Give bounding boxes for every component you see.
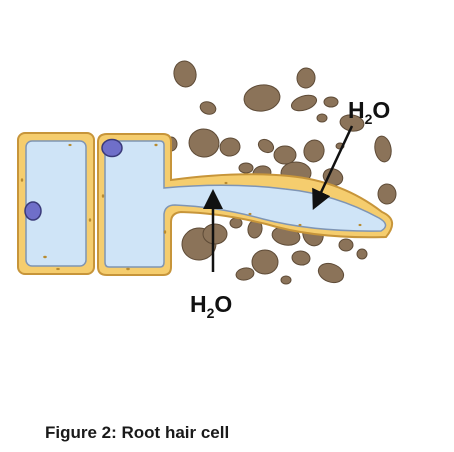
soil-particle xyxy=(303,139,325,163)
soil-particle xyxy=(173,60,197,88)
soil-particle xyxy=(238,162,254,174)
soil-particle xyxy=(219,137,241,157)
soil-particle xyxy=(338,238,354,252)
soil-particle xyxy=(235,267,255,281)
soil-particle xyxy=(188,128,220,158)
soil-particle xyxy=(251,249,279,275)
soil-particle xyxy=(257,138,275,154)
water-label-bottom: H2O xyxy=(190,291,232,321)
soil-particle xyxy=(323,96,339,108)
left-root-cell xyxy=(17,132,95,275)
soil-particle xyxy=(243,84,281,112)
root-hair-cell xyxy=(97,133,393,276)
soil-particle xyxy=(290,94,318,112)
figure-caption: Figure 2: Root hair cell xyxy=(45,423,230,442)
soil-particle xyxy=(377,183,397,205)
soil-particle xyxy=(199,101,217,115)
soil-particle xyxy=(280,275,292,285)
soil-particle xyxy=(291,250,311,266)
water-arrow-top xyxy=(312,125,354,211)
nucleus-left xyxy=(24,201,42,221)
soil-particle xyxy=(317,262,345,284)
soil-particle xyxy=(273,145,297,165)
soil-particle xyxy=(202,223,228,245)
soil-particle xyxy=(316,113,328,123)
soil-particle xyxy=(229,217,243,229)
soil-particle xyxy=(374,135,392,163)
soil-particles xyxy=(164,60,397,285)
nucleus-right xyxy=(101,138,123,158)
soil-particle xyxy=(296,67,316,89)
soil-particle xyxy=(356,248,368,260)
water-label-top: H2O xyxy=(348,97,390,127)
